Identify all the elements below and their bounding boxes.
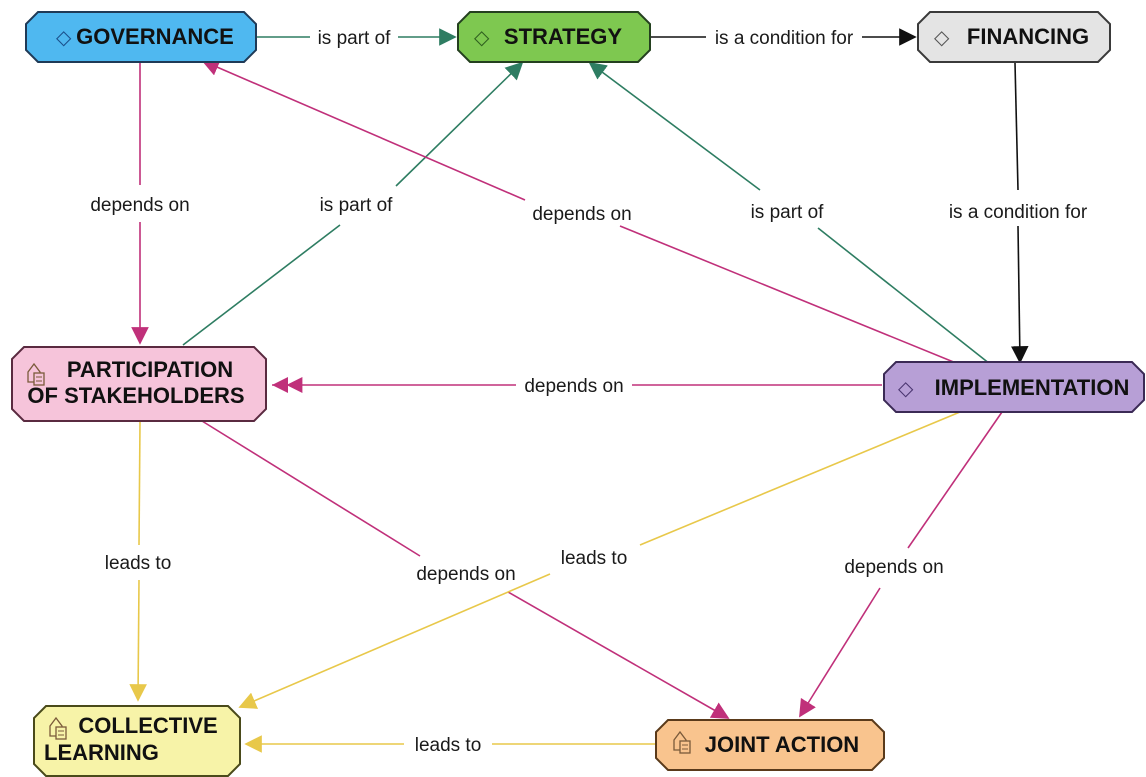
node-governance[interactable]: ◇ GOVERNANCE xyxy=(25,11,257,63)
edge-participation-strategy: is part of xyxy=(182,61,524,346)
node-financing[interactable]: ◇ FINANCING xyxy=(917,11,1111,63)
edge-implementation-joint: depends on xyxy=(799,411,1003,718)
diamond-icon: ◇ xyxy=(474,27,490,49)
edge-label: depends on xyxy=(844,557,943,578)
edge-label: leads to xyxy=(561,548,628,569)
node-label: IMPLEMENTATION xyxy=(935,375,1130,400)
document-node-icon xyxy=(49,716,67,740)
diamond-icon: ◇ xyxy=(56,27,72,49)
edge-implementation-participation: depends on xyxy=(272,376,882,397)
document-node-icon xyxy=(673,730,691,754)
node-label-line-2: LEARNING xyxy=(44,740,159,765)
node-strategy[interactable]: ◇ STRATEGY xyxy=(457,11,651,63)
edge-financing-implementation: is a condition for xyxy=(949,62,1088,364)
node-label: GOVERNANCE xyxy=(76,24,234,49)
edge-implementation-governance: depends on xyxy=(201,59,957,364)
node-label: JOINT ACTION xyxy=(705,732,859,757)
edge-participation-joint: depends on xyxy=(201,420,730,719)
edge-implementation-strategy: is part of xyxy=(588,61,991,365)
node-implementation[interactable]: ◇ IMPLEMENTATION xyxy=(883,361,1145,413)
edge-participation-collective: leads to xyxy=(105,421,172,702)
node-joint-action[interactable]: JOINT ACTION xyxy=(655,719,885,771)
edge-governance-strategy: is part of xyxy=(256,28,457,49)
edge-label: is part of xyxy=(318,28,392,49)
edge-label: is a condition for xyxy=(949,202,1088,223)
edge-label: leads to xyxy=(105,553,172,574)
edge-label: is part of xyxy=(320,195,394,216)
edge-label: depends on xyxy=(90,195,189,216)
edge-label: is a condition for xyxy=(715,28,854,49)
edge-label: depends on xyxy=(416,564,515,585)
document-node-icon xyxy=(27,362,45,386)
diamond-icon: ◇ xyxy=(898,378,914,400)
node-label-line-1: COLLECTIVE xyxy=(78,713,217,738)
node-collective-learning[interactable]: COLLECTIVE LEARNING xyxy=(33,705,241,777)
node-participation-of-stakeholders[interactable]: PARTICIPATION OF STAKEHOLDERS xyxy=(11,346,267,422)
edge-label: depends on xyxy=(532,204,631,225)
node-label-line-2: OF STAKEHOLDERS xyxy=(27,383,244,408)
node-label: FINANCING xyxy=(967,24,1089,49)
diamond-icon: ◇ xyxy=(934,27,950,49)
edge-label: depends on xyxy=(524,376,623,397)
edge-label: leads to xyxy=(415,735,482,756)
edge-joint-collective: leads to xyxy=(244,735,656,756)
edge-label: is part of xyxy=(751,202,825,223)
edge-governance-participation: depends on xyxy=(90,63,190,345)
edge-implementation-collective: leads to xyxy=(238,411,961,709)
node-label: STRATEGY xyxy=(504,24,622,49)
node-label-line-1: PARTICIPATION xyxy=(67,357,233,382)
edge-strategy-financing: is a condition for xyxy=(650,28,917,49)
